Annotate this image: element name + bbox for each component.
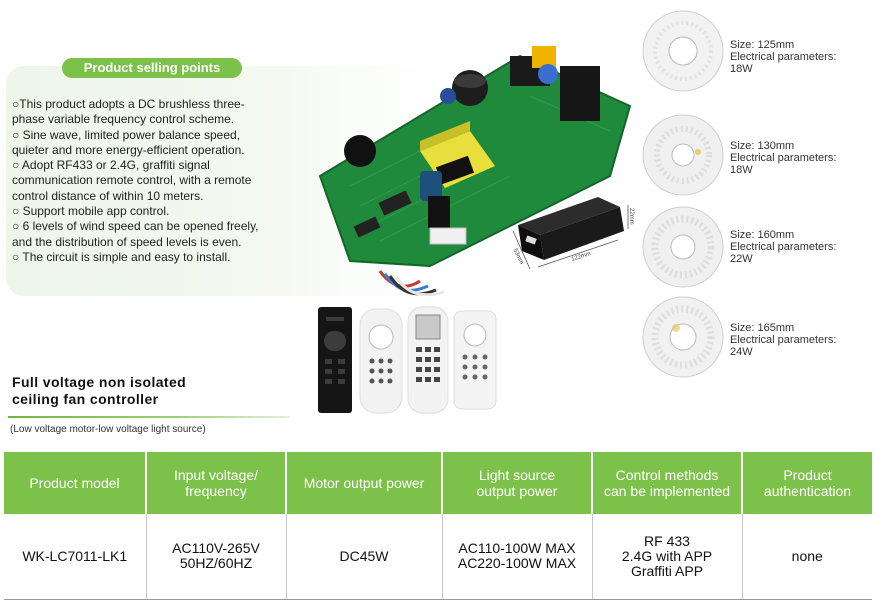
led-module-165-image	[642, 296, 724, 378]
bullet-line: ○ 6 levels of wind speed can be opened f…	[12, 219, 259, 234]
module-power: 24W	[730, 346, 753, 358]
receiver-height: 22mm	[628, 208, 634, 225]
module-spec-160: Size: 160mm Electrical parameters: 22W	[730, 229, 836, 265]
spec-table: Product model Input voltage/frequency Mo…	[4, 452, 872, 600]
controller-title-line2: ceiling fan controller	[12, 391, 159, 407]
bullet-line: ○ The circuit is simple and easy to inst…	[12, 249, 231, 264]
module-size: Size: 125mm	[730, 39, 795, 51]
controller-subtitle: (Low voltage motor-low voltage light sou…	[10, 424, 206, 435]
bullet-line: ○This product adopts a DC brushless thre…	[12, 97, 245, 111]
receiver-length: 122mm	[571, 251, 592, 263]
led-module-130-image	[642, 114, 724, 196]
cell-product-model: WK-LC7011-LK1	[4, 514, 147, 600]
module-param-label: Electrical parameters:	[730, 241, 837, 253]
module-spec-125: Size: 125mm Electrical parameters: 18W	[730, 39, 836, 75]
bullet-line: ○ Sine wave, limited power balance speed…	[12, 127, 241, 142]
module-size: Size: 165mm	[730, 322, 795, 334]
led-module-160-image	[642, 206, 724, 288]
bullet-line: ○ Adopt RF433 or 2.4G, graffiti signal	[12, 158, 210, 173]
controller-title: Full voltage non isolated ceiling fan co…	[12, 374, 186, 408]
module-size: Size: 160mm	[730, 229, 795, 241]
module-param-label: Electrical parameters:	[730, 334, 837, 346]
controller-pcb-image	[318, 46, 632, 296]
bullet-line: and the distribution of speed levels is …	[12, 234, 242, 249]
module-spec-130: Size: 130mm Electrical parameters: 18W	[730, 140, 836, 176]
bullet-line: control distance of within 10 meters.	[12, 188, 204, 203]
bullet-line: ○ Support mobile app control.	[12, 204, 170, 219]
cell-motor-output: DC45W	[286, 514, 443, 600]
selling-points-title: Product selling points	[62, 58, 242, 78]
header-product-model: Product model	[4, 452, 147, 514]
module-power: 18W	[730, 164, 753, 176]
bullet-line: phase variable frequency control scheme.	[12, 112, 235, 127]
table-header-row: Product model Input voltage/frequency Mo…	[4, 452, 872, 514]
cell-authentication: none	[742, 514, 872, 600]
module-power: 18W	[730, 63, 753, 75]
receiver-module-image: 122mm 53mm 22mm	[512, 197, 634, 270]
module-size: Size: 130mm	[730, 140, 795, 152]
selling-points-list: ○This product adopts a DC brushless thre…	[12, 97, 312, 265]
header-input-voltage: Input voltage/frequency	[146, 452, 287, 514]
module-spec-165: Size: 165mm Electrical parameters: 24W	[730, 322, 836, 358]
module-param-label: Electrical parameters:	[730, 152, 837, 164]
led-module-125-image	[642, 10, 724, 92]
controller-title-line1: Full voltage non isolated	[12, 374, 187, 390]
header-motor-output: Motor output power	[286, 452, 443, 514]
remote-controls-image	[318, 306, 497, 414]
bullet-line: quieter and more energy-efficient operat…	[12, 142, 245, 157]
bullet-line: communication remote control, with a rem…	[12, 173, 252, 188]
module-param-label: Electrical parameters:	[730, 51, 837, 63]
title-underline	[8, 416, 290, 418]
module-power: 22W	[730, 253, 753, 265]
